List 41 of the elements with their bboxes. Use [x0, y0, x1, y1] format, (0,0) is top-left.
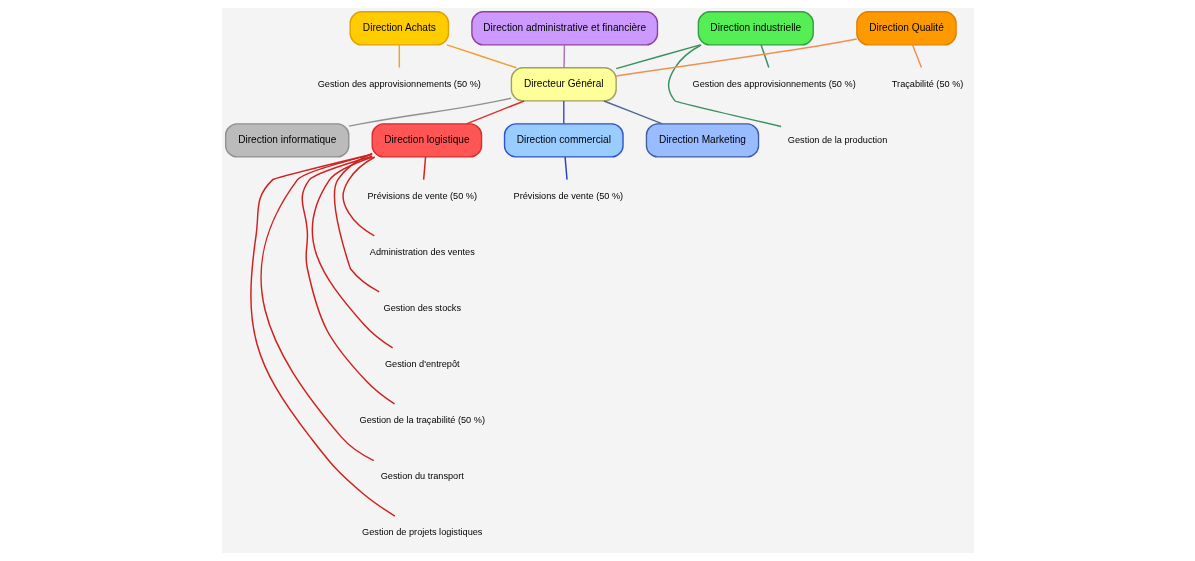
connector: [615, 38, 858, 77]
connector: [398, 44, 400, 69]
connector: [911, 44, 922, 69]
connector: [562, 44, 565, 69]
node-box: Direction Achats: [349, 11, 449, 46]
connector: [341, 156, 375, 237]
connector: [347, 97, 512, 127]
node-text: Gestion de la production: [787, 134, 887, 145]
connector: [465, 100, 525, 125]
node-text: Gestion des stocks: [383, 302, 461, 313]
node-box: Direction Qualité: [855, 11, 957, 46]
connector: [602, 100, 663, 125]
connector: [562, 100, 564, 125]
connector: [310, 156, 393, 349]
node-text: Gestion de la traçabilité (50 %): [359, 414, 485, 425]
node-text: Gestion de projets logistiques: [361, 526, 482, 537]
connector: [667, 44, 782, 128]
connector: [249, 153, 396, 517]
node-box: Direction logistique: [371, 123, 482, 158]
node-text: Traçabilité (50 %): [891, 78, 963, 89]
connector: [422, 156, 426, 181]
node-box: Direction commercial: [503, 123, 624, 158]
node-box: Direction informatique: [224, 123, 349, 158]
node-text: Gestion des approvisionnements (50 %): [692, 78, 856, 89]
node-text: Administration des ventes: [369, 246, 475, 257]
node-box: Direction administrative et financière: [470, 11, 658, 46]
connector: [445, 44, 517, 69]
node-box: Directeur Général: [510, 67, 617, 102]
node-box: Direction Marketing: [645, 123, 759, 158]
connector: [301, 155, 395, 405]
connector: [615, 44, 701, 70]
node-text: Prévisions de vente (50 %): [513, 190, 623, 201]
node-text: Gestion des approvisionnements (50 %): [317, 78, 481, 89]
node-text: Gestion du transport: [380, 470, 464, 481]
node-text: Gestion d'entrepôt: [384, 358, 460, 369]
connector: [759, 44, 770, 69]
connector: [563, 156, 568, 181]
connector: [260, 153, 374, 462]
node-box: Direction industrielle: [697, 11, 814, 46]
node-text: Prévisions de vente (50 %): [366, 190, 477, 201]
connector: [333, 152, 380, 293]
